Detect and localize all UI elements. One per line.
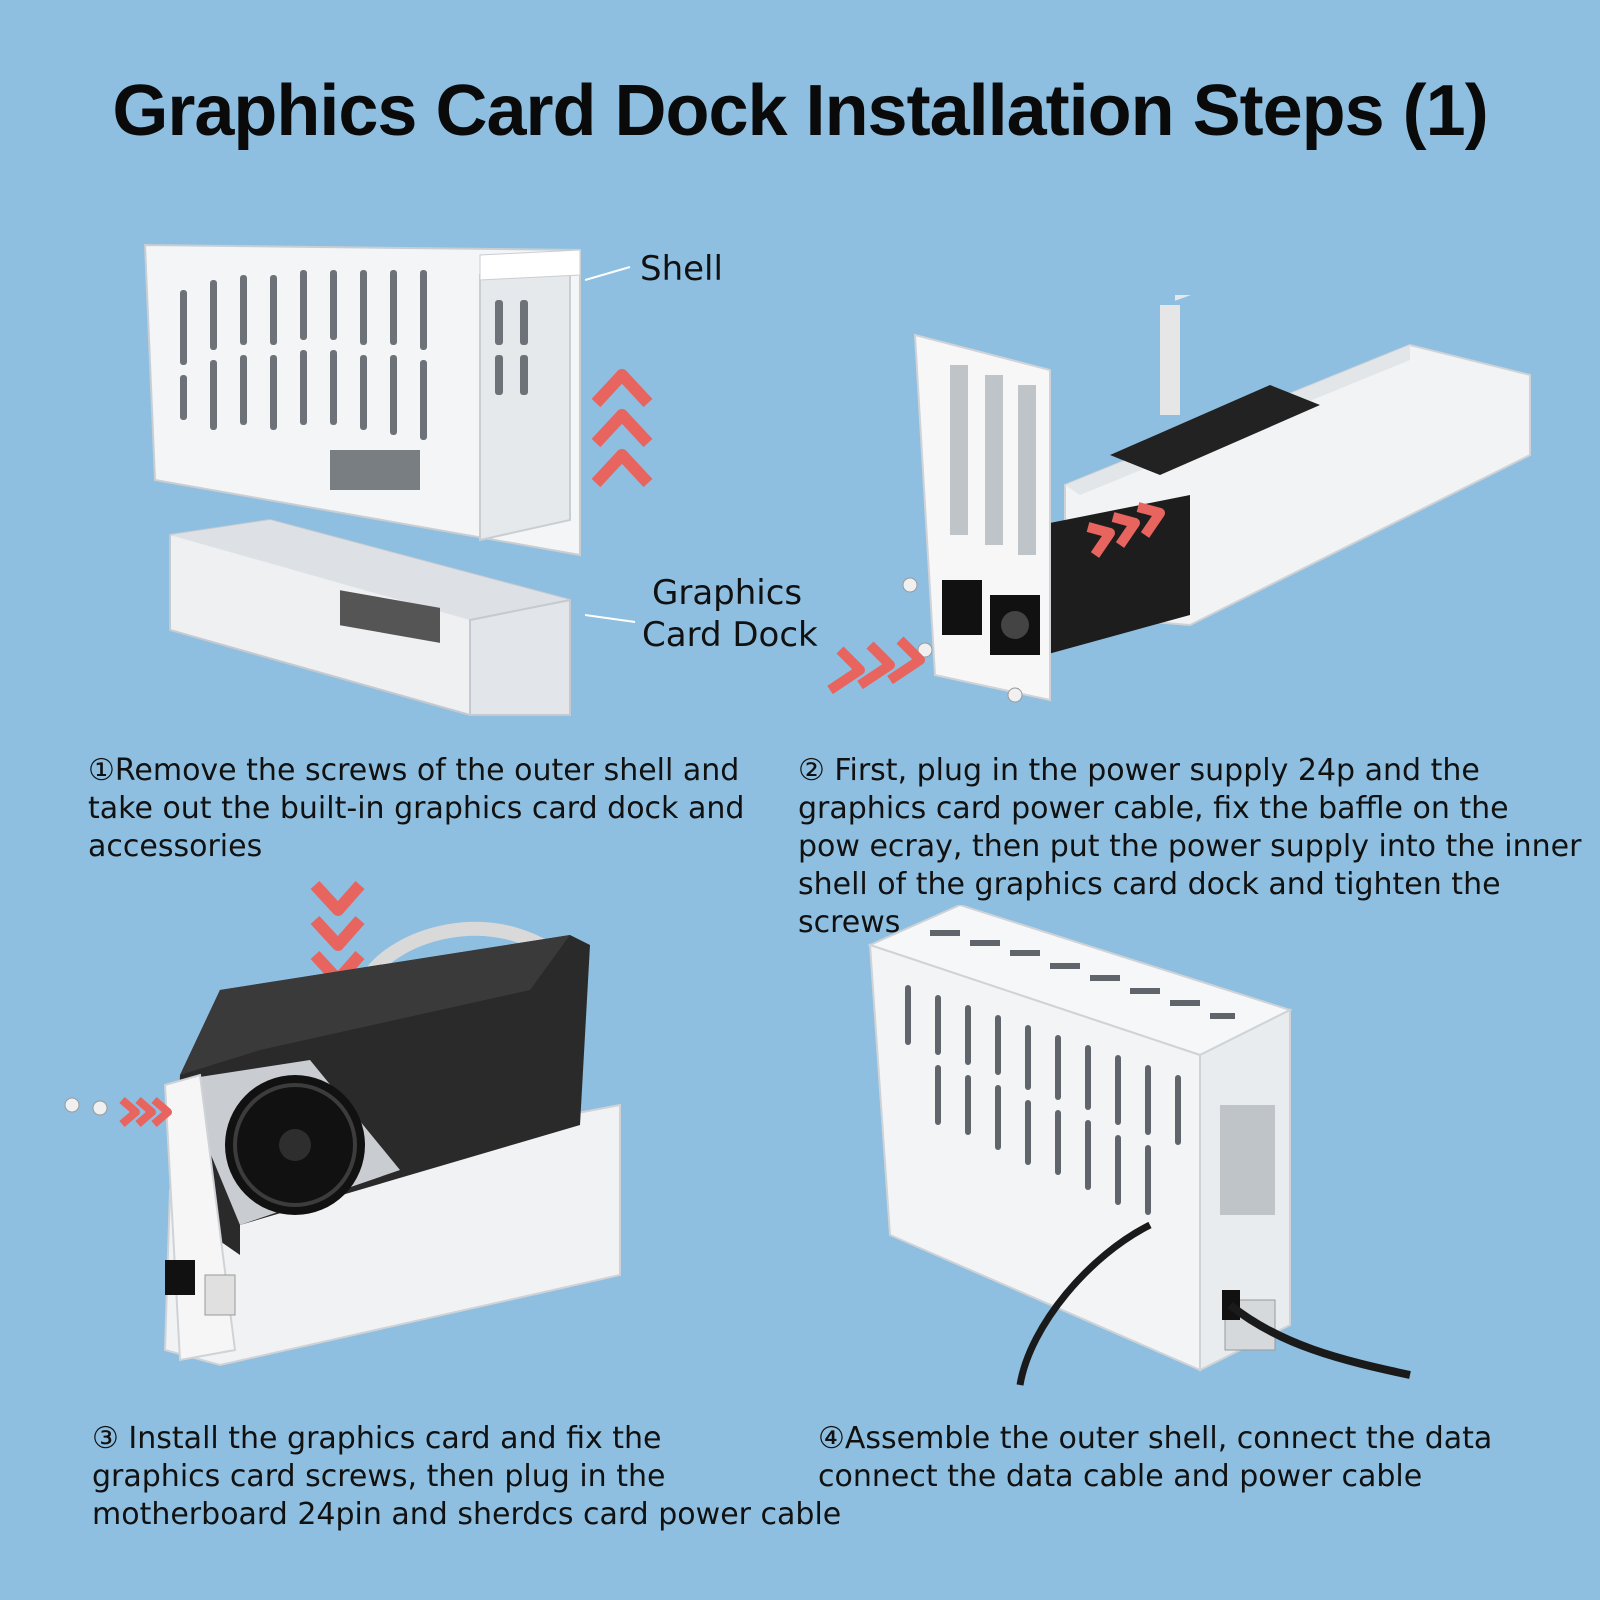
step-2-text: ② First, plug in the power supply 24p an… — [798, 753, 1582, 940]
step4-illustration — [867, 905, 1411, 1386]
up-arrows — [591, 369, 653, 488]
dock-leader-line — [585, 614, 636, 623]
step3-illustration — [64, 880, 621, 1367]
riser-board — [1110, 385, 1320, 475]
data-cable — [1016, 1221, 1152, 1386]
page-title: Graphics Card Dock Installation Steps (1… — [112, 71, 1488, 151]
step-1-text: ①Remove the screws of the outer shell an… — [88, 753, 745, 864]
step2-illustration — [827, 295, 1531, 703]
power-cable — [1227, 1301, 1411, 1379]
dock-label-line1: Graphics — [652, 573, 803, 613]
shell-leader-line — [585, 266, 631, 281]
dock-label-line2: Card Dock — [642, 615, 818, 655]
step-3-text: ③ Install the graphics card and fix the … — [92, 1421, 842, 1532]
shell-label: Shell — [640, 249, 723, 289]
step-4-text: ④Assemble the outer shell, connect the d… — [818, 1421, 1493, 1494]
step1-illustration — [143, 243, 581, 716]
